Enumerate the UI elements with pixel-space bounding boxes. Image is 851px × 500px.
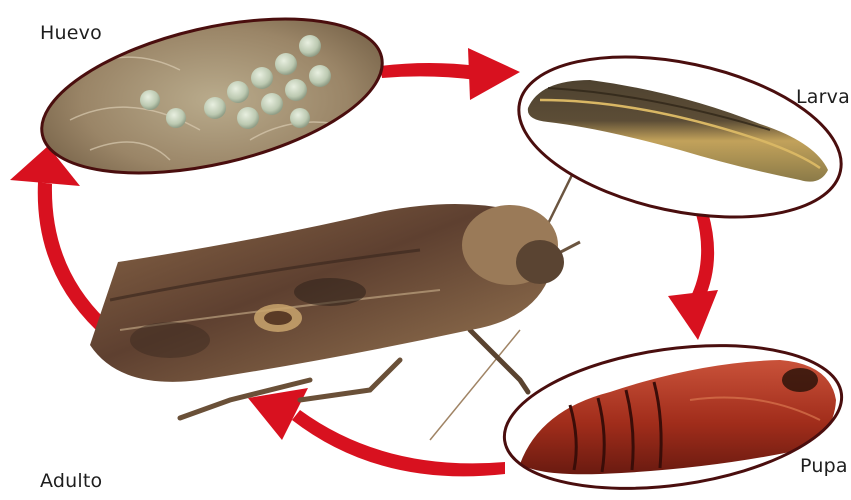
moth-icon (90, 175, 580, 440)
arrow-egg-to-larva-head (468, 48, 520, 100)
egg-label: Huevo (40, 22, 102, 44)
pupa-label: Pupa (800, 455, 848, 477)
arrow-larva-to-pupa (692, 212, 714, 300)
arrow-adult-to-egg (38, 182, 106, 330)
adult-label: Adulto (40, 470, 102, 492)
pupa-stage-photo (490, 326, 851, 500)
arrow-egg-to-larva (380, 63, 478, 80)
arrow-larva-to-pupa-head (668, 290, 718, 340)
arrow-pupa-to-adult (292, 410, 505, 476)
larva-label: Larva (796, 86, 850, 108)
